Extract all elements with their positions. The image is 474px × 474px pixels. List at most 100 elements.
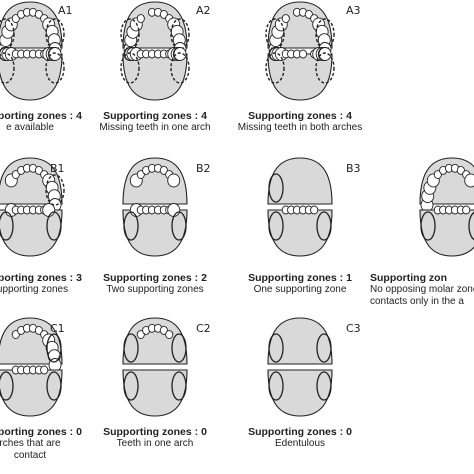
upper-arch <box>267 157 333 205</box>
edentulous-ridge <box>268 333 284 363</box>
edentulous-ridge <box>46 333 62 363</box>
panel-description: One supporting zone <box>253 284 347 295</box>
panel-c3 <box>267 317 333 417</box>
edentulous-ridge <box>268 371 284 401</box>
lower-arch <box>267 369 333 417</box>
molar-tooth <box>48 47 62 61</box>
supporting-zones-count: Supporting zones : 3 <box>0 272 82 284</box>
lower-arch <box>0 209 63 257</box>
panel-description: rches that are <box>0 438 61 449</box>
supporting-zones-count: Supporting zones : 0 <box>103 426 207 438</box>
molar-tooth <box>464 173 474 188</box>
supporting-zone <box>120 18 140 50</box>
edentulous-ridge <box>123 211 139 241</box>
upper-arch <box>122 157 188 205</box>
front-tooth <box>40 365 49 375</box>
supporting-zone <box>265 18 285 50</box>
edentulous-ridge <box>0 371 14 401</box>
panel-c1 <box>0 317 63 417</box>
molar-tooth <box>318 47 332 61</box>
panel-caption: Supporting zones : 4e available <box>0 110 115 134</box>
panel-description: No opposing molar zones <box>370 284 474 295</box>
edentulous-ridge <box>268 211 284 241</box>
supporting-zone <box>170 18 190 50</box>
edentulous-ridge <box>420 211 436 241</box>
front-tooth <box>298 49 308 59</box>
supporting-zones-count: Supporting zones : 0 <box>248 426 352 438</box>
supporting-zone <box>0 52 15 84</box>
supporting-zone <box>45 18 65 50</box>
panel-code: C2 <box>196 322 211 335</box>
panel-code: B1 <box>50 162 65 175</box>
lower-arch <box>267 209 333 257</box>
front-tooth <box>165 330 174 339</box>
supporting-zone <box>45 174 65 206</box>
panel-b2 <box>122 157 188 257</box>
lower-arch <box>122 209 188 257</box>
panel-description: contact <box>13 450 47 461</box>
edentulous-ridge <box>46 371 62 401</box>
edentulous-ridge <box>123 371 139 401</box>
edentulous-ridge <box>171 211 187 241</box>
panel-code: C1 <box>50 322 65 335</box>
molar-tooth <box>167 173 181 188</box>
panel-code: A2 <box>196 4 211 17</box>
edentulous-ridge <box>316 211 332 241</box>
panel-b1 <box>0 157 65 257</box>
supporting-zone <box>170 52 190 84</box>
edentulous-ridge <box>171 333 187 363</box>
supporting-zone <box>315 18 335 50</box>
lower-arch <box>122 369 188 417</box>
supporting-zone <box>265 52 285 84</box>
panel-a2 <box>120 1 190 101</box>
supporting-zones-count: Supporting zones : 1 <box>248 272 352 284</box>
panel-code: B3 <box>346 162 361 175</box>
panel-description: Missing teeth in both arches <box>237 122 363 133</box>
panel-description: e available <box>6 122 54 133</box>
lower-arch <box>419 209 474 257</box>
edentulous-ridge <box>0 211 14 241</box>
panel-a1 <box>0 1 65 101</box>
edentulous-ridge <box>316 333 332 363</box>
supporting-zones-count: Supporting zones : 4 <box>103 110 207 122</box>
panel-caption: Supporting zones : 3supporting zones <box>0 272 115 296</box>
front-tooth <box>310 205 319 215</box>
panel-code: A3 <box>346 4 361 17</box>
edentulous-ridge <box>268 173 284 203</box>
supporting-zones-count: Supporting zon <box>370 272 447 284</box>
supporting-zone <box>0 18 15 50</box>
panel-b4 <box>419 157 474 257</box>
panel-code: A1 <box>58 4 73 17</box>
upper-arch <box>122 317 188 365</box>
panel-description: Edentulous <box>274 438 326 449</box>
edentulous-ridge <box>46 211 62 241</box>
edentulous-ridge <box>123 333 139 363</box>
supporting-zone <box>120 52 140 84</box>
front-tooth <box>462 205 471 215</box>
panel-description: contacts only in the a <box>370 296 464 307</box>
upper-arch <box>267 317 333 365</box>
panel-description: Teeth in one arch <box>116 438 194 449</box>
panel-c2 <box>122 317 188 417</box>
molar-tooth <box>167 203 181 217</box>
supporting-zones-count: Supporting zones : 2 <box>103 272 207 284</box>
panel-code: C3 <box>346 322 361 335</box>
panel-a3 <box>265 1 335 101</box>
molar-tooth <box>42 203 56 217</box>
panel-description: Two supporting zones <box>106 284 204 295</box>
edentulous-ridge <box>468 211 474 241</box>
supporting-zones-count: Supporting zones : 0 <box>0 426 82 438</box>
front-tooth <box>136 14 145 23</box>
panel-description: Missing teeth in one arch <box>99 122 211 133</box>
edentulous-ridge <box>316 371 332 401</box>
front-tooth <box>281 14 290 23</box>
